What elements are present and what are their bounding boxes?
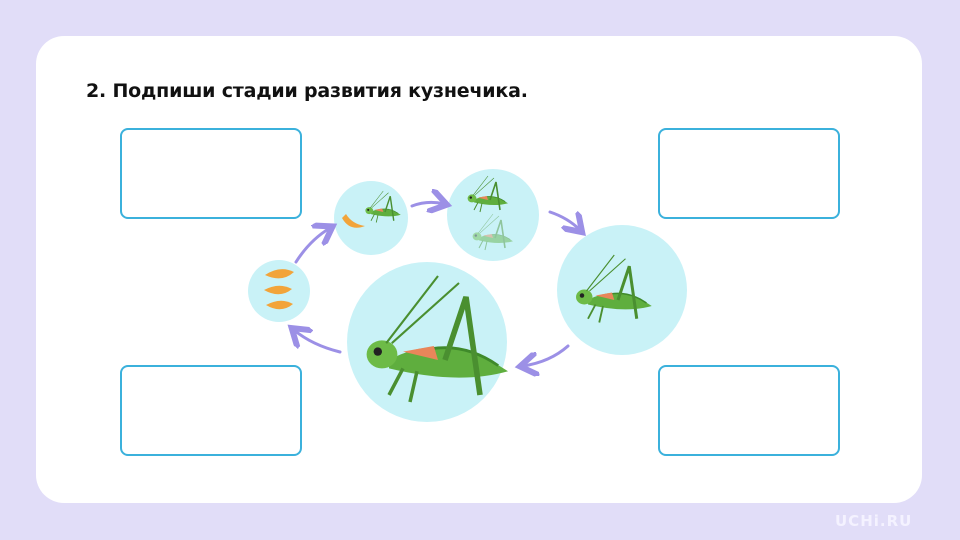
- answer-box-top-left[interactable]: [120, 128, 302, 219]
- stage-circle-molting: [447, 169, 539, 261]
- cycle-arrows: [294, 202, 580, 366]
- stage-circle-adult: [347, 262, 507, 422]
- arrow-icon: [548, 210, 580, 230]
- arrow-icon: [410, 202, 444, 206]
- arrow-icon: [523, 344, 570, 366]
- task-title: 2. Подпиши стадии развития кузнечика.: [86, 80, 528, 102]
- answer-box-top-right[interactable]: [658, 128, 840, 219]
- arrow-icon: [294, 228, 330, 264]
- eggs-icon: [264, 269, 294, 310]
- answer-box-bottom-right[interactable]: [658, 365, 840, 456]
- arrow-icon: [294, 330, 342, 354]
- answer-box-bottom-left[interactable]: [120, 365, 302, 456]
- uchi-logo: UCHi.RU: [835, 512, 913, 530]
